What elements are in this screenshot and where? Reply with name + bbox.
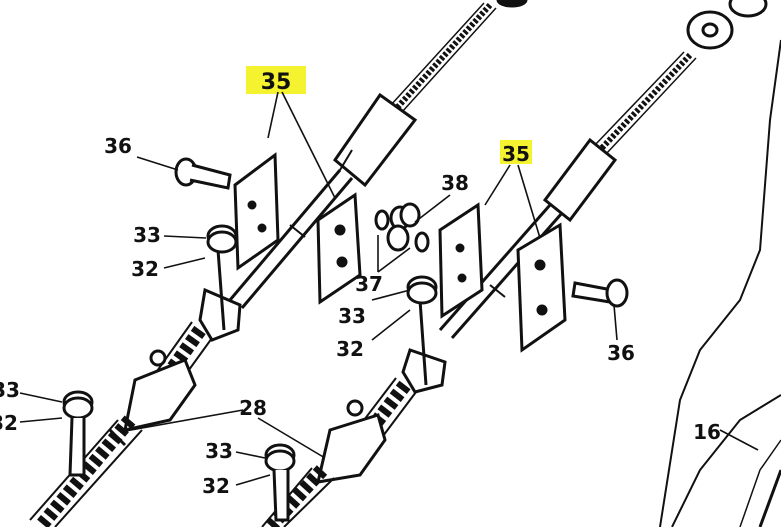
- callout-32-b: 32: [336, 337, 364, 361]
- callout-33-b: 33: [338, 304, 366, 328]
- plate-35-right-a: [438, 202, 484, 319]
- callout-38: 38: [441, 171, 469, 195]
- callout-labels: 35 35 36 36 33 32 33 32 33 32 33 32 38 3…: [0, 70, 721, 498]
- washer-top-right: [496, 0, 768, 50]
- callout-36-left: 36: [104, 134, 132, 158]
- washers-37-38: [374, 202, 430, 253]
- bolt-33-a: [206, 224, 238, 254]
- callout-32-a: 32: [131, 257, 159, 281]
- plate-35-left-b: [316, 192, 362, 305]
- plate-35-right-b: [516, 222, 567, 353]
- callout-16: 16: [693, 420, 721, 444]
- callout-32-d: 32: [202, 474, 230, 498]
- callout-36-right: 36: [607, 341, 635, 365]
- callout-33-a: 33: [133, 223, 161, 247]
- callout-37: 37: [355, 272, 383, 296]
- callout-35-right: 35: [502, 142, 530, 166]
- callout-32-c: 32: [0, 411, 18, 435]
- bolt-33-c: [62, 390, 94, 477]
- highlight-35-left: [246, 66, 306, 94]
- rod-assembly-right: [261, 51, 697, 532]
- highlight-35-right: [500, 140, 532, 164]
- callout-33-c: 33: [0, 378, 20, 402]
- screw-36-right: [571, 278, 629, 308]
- bolt-33-b: [406, 275, 438, 305]
- leader-lines: [19, 91, 759, 486]
- screw-36-left: [174, 157, 232, 190]
- callout-33-d: 33: [205, 439, 233, 463]
- callout-35-left: 35: [261, 70, 292, 95]
- bolt-33-d: [264, 443, 296, 522]
- rod-assembly-left: [29, 2, 497, 532]
- callout-28: 28: [239, 396, 267, 420]
- housing-panel-16: [659, 39, 781, 528]
